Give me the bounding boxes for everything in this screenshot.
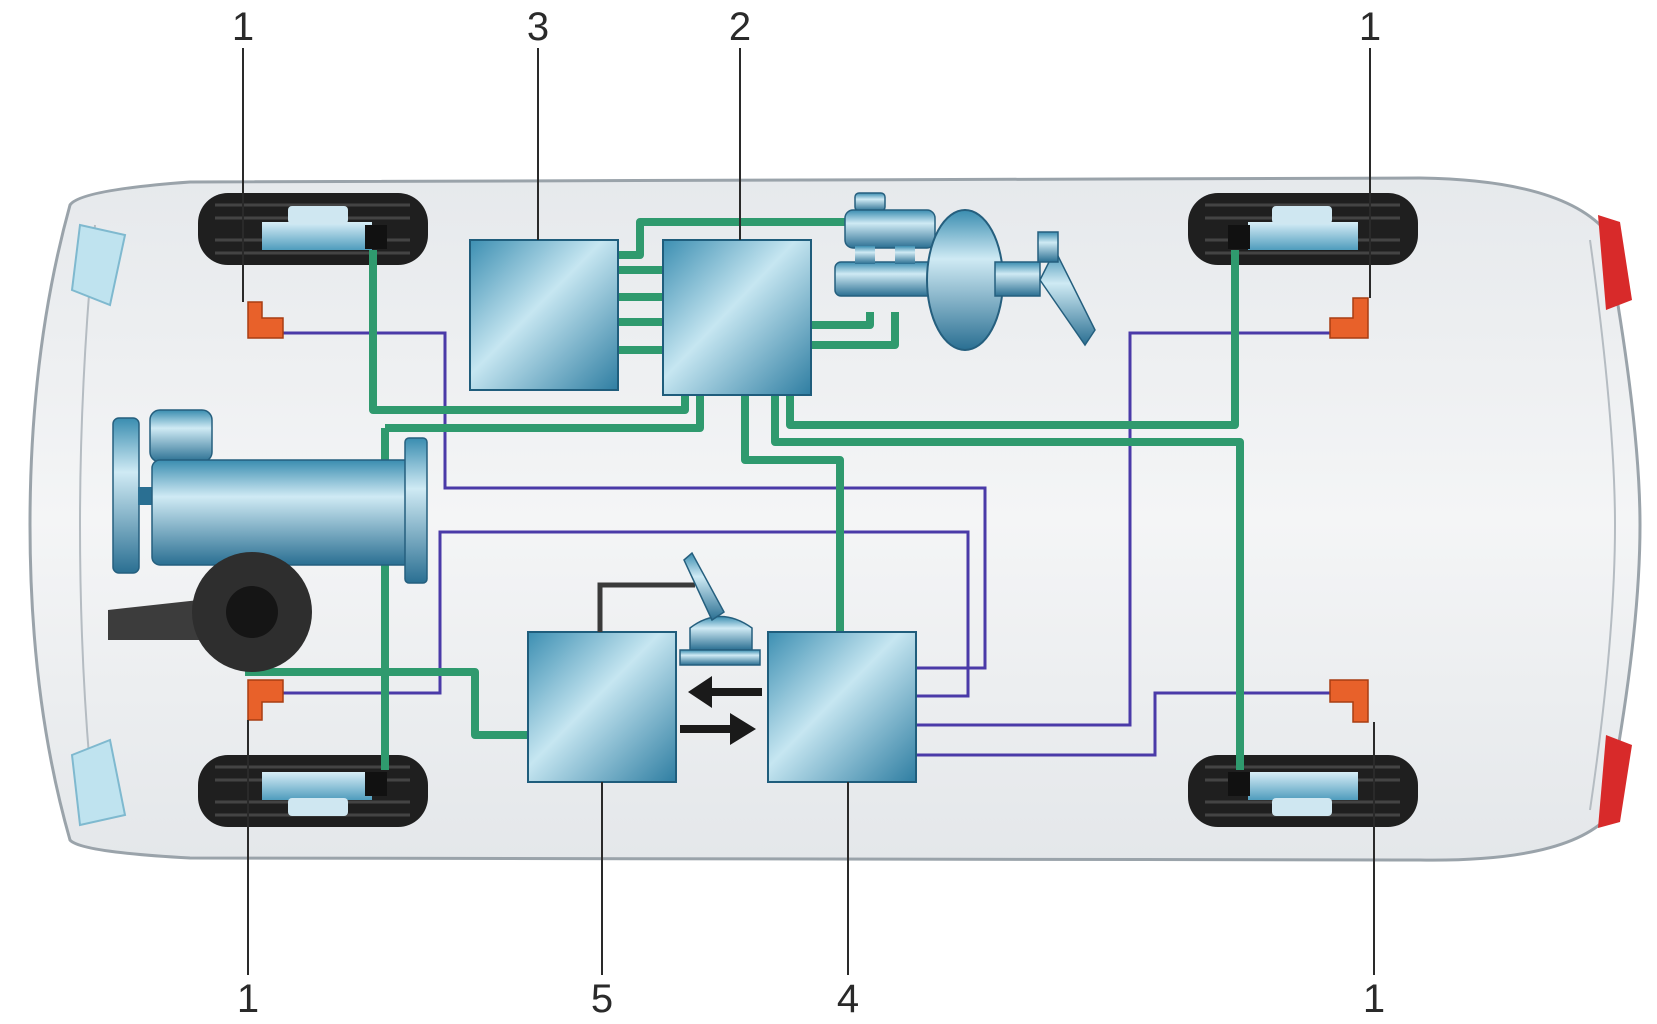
arrow-right xyxy=(680,713,756,745)
brake-booster xyxy=(926,209,1041,351)
callout-1-top-right: 1 xyxy=(1359,5,1381,49)
wheel-speed-sensors xyxy=(247,297,1369,723)
callout-1-bottom-right: 1 xyxy=(1363,977,1385,1021)
callout-1-top-left: 1 xyxy=(232,5,254,49)
master-cylinder xyxy=(834,192,941,297)
callout-3: 3 xyxy=(527,5,549,49)
transmission xyxy=(108,552,312,672)
callout-2: 2 xyxy=(729,5,751,49)
arrow-left xyxy=(688,676,762,708)
headlight-left-top xyxy=(70,223,127,307)
selector-link xyxy=(597,582,695,632)
callout-1-bottom-left: 1 xyxy=(237,977,259,1021)
headlight-left-bottom xyxy=(70,738,127,827)
wheel-rear-left xyxy=(198,755,428,827)
hydraulic-lines xyxy=(245,218,1244,770)
module-4 xyxy=(767,631,917,783)
callout-leaders xyxy=(242,48,1375,975)
tail-light-top xyxy=(1598,215,1632,310)
wheel-front-left xyxy=(198,193,428,265)
module-5 xyxy=(527,631,677,783)
module-2 xyxy=(662,239,812,396)
callout-5: 5 xyxy=(591,977,613,1021)
callout-4: 4 xyxy=(837,977,859,1021)
wheel-rear-right xyxy=(1188,755,1418,827)
flow-arrows xyxy=(680,676,762,745)
wheel-front-right xyxy=(1188,193,1418,265)
engine xyxy=(112,409,428,584)
module-3 xyxy=(469,239,619,391)
gear-selector xyxy=(679,551,761,666)
brake-pedal xyxy=(1037,231,1096,347)
tail-light-bottom xyxy=(1598,735,1632,828)
